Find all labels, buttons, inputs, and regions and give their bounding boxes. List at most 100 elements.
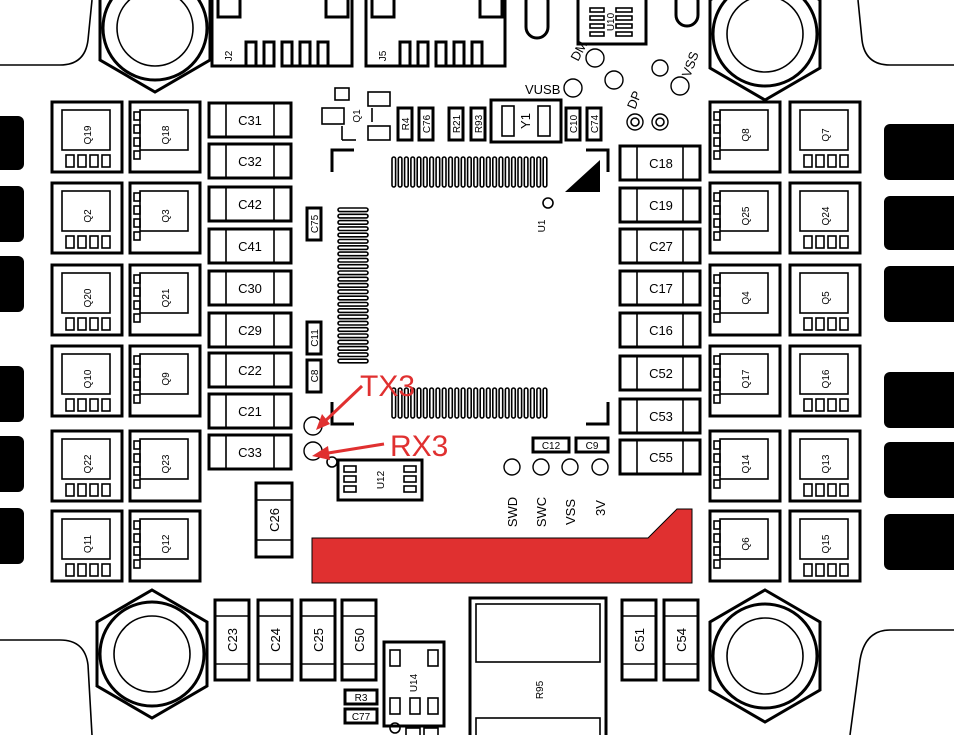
- mosfet-label: Q2: [83, 209, 94, 223]
- cap-label: C51: [632, 628, 647, 652]
- mcu-pin: [523, 387, 529, 419]
- u14-label: U14: [409, 673, 420, 692]
- mcu-pin: [491, 387, 498, 419]
- small-parts-top: R4 C76 R21 R93 C10 C74: [396, 106, 603, 142]
- cap-label: C18: [649, 156, 673, 171]
- mcu-pin: [504, 156, 510, 188]
- usb-test-pads: DM VSS VUSB DP: [525, 39, 702, 131]
- mcu-pin: [397, 387, 403, 419]
- cap-c30: C30: [207, 269, 293, 307]
- mcu-pin: [447, 387, 454, 419]
- pad-swc-label: SWC: [534, 497, 549, 527]
- mcu-pin: [337, 251, 369, 257]
- mosfet-label: Q14: [741, 454, 752, 473]
- y1-crystal: Y1: [489, 98, 563, 144]
- mcu-pin: [337, 232, 369, 238]
- mosfet-q16: Q16: [788, 344, 862, 418]
- mosfet-label: Q13: [821, 454, 832, 473]
- c76-label: C76: [422, 114, 433, 133]
- mosfet-label: Q8: [741, 128, 752, 142]
- pad-dp-label: DP: [624, 89, 645, 111]
- cap-label: C27: [649, 239, 673, 254]
- cap-label: C30: [238, 281, 262, 296]
- c26-label: C26: [267, 508, 282, 532]
- pad-swd-label: SWD: [505, 497, 520, 527]
- mcu-pin: [337, 333, 369, 339]
- cap-c51: C51: [620, 598, 658, 682]
- cap-label: C31: [238, 113, 262, 128]
- mcu-pin: [337, 301, 369, 307]
- r95-resistor: R95: [468, 596, 608, 740]
- c75-label: C75: [310, 214, 321, 233]
- mosfet-label: Q6: [741, 537, 752, 551]
- mcu-pin: [460, 387, 466, 419]
- cap-label: C21: [238, 404, 262, 419]
- cap-label: C19: [649, 198, 673, 213]
- mounting-hole-top-right: [708, 0, 822, 102]
- r21-label: R21: [452, 114, 463, 133]
- connector-j5: J5: [364, 0, 507, 68]
- u1-mcu: U1: [330, 148, 610, 426]
- mcu-pin: [441, 387, 447, 419]
- mosfet-q8: Q8: [708, 100, 782, 174]
- mcu-pin: [391, 387, 397, 419]
- mcu-pin: [491, 156, 498, 188]
- cap-label: C54: [674, 628, 689, 652]
- mcu-pin: [337, 295, 369, 301]
- cap-label: C53: [649, 409, 673, 424]
- mounting-hole-top-left: [98, 0, 212, 94]
- mosfet-q10: Q10: [50, 344, 124, 418]
- cap-c23: C23: [213, 598, 251, 682]
- mcu-pin: [337, 326, 369, 333]
- u1-label: U1: [537, 219, 548, 232]
- r4-label: R4: [401, 117, 412, 130]
- c77-label: C77: [352, 712, 371, 723]
- cap-label: C16: [649, 323, 673, 338]
- mcu-pin: [422, 156, 428, 188]
- mcu-pin: [510, 387, 517, 419]
- cap-c25: C25: [299, 598, 337, 682]
- rx3-label: RX3: [390, 430, 448, 463]
- cap-label: C52: [649, 366, 673, 381]
- mosfet-q12: Q12: [128, 509, 202, 583]
- cap-c29: C29: [207, 311, 293, 349]
- mcu-pin: [422, 387, 428, 419]
- mosfet-label: Q24: [821, 206, 832, 225]
- mcu-pin: [410, 387, 416, 419]
- mosfet-q5: Q5: [788, 263, 862, 337]
- mcu-pin: [337, 358, 369, 364]
- mosfet-q4: Q4: [708, 263, 782, 337]
- mcu-pin: [337, 352, 369, 358]
- cap-label: C42: [238, 197, 262, 212]
- j2-label: J2: [224, 50, 235, 61]
- mosfet-q9: Q9: [128, 344, 202, 418]
- cap-c42: C42: [207, 185, 293, 223]
- mcu-pin: [517, 387, 523, 419]
- mcu-pin: [466, 387, 473, 419]
- y1-label: Y1: [518, 113, 533, 129]
- c74-label: C74: [590, 114, 601, 133]
- mcu-pin: [536, 156, 542, 188]
- motor-pads-right: [884, 124, 954, 570]
- pad-vusb-label: VUSB: [525, 82, 560, 97]
- mcu-pin: [337, 276, 369, 282]
- mcu-pin: [454, 387, 460, 419]
- mcu-pin: [337, 314, 369, 320]
- slot-top: [524, 0, 550, 40]
- swd-pads: SWD SWC VSS 3V: [503, 458, 609, 527]
- cap-c19: C19: [618, 186, 702, 224]
- mcu-pin: [542, 156, 548, 188]
- mcu-pin: [435, 387, 441, 419]
- mosfet-q14: Q14: [708, 429, 782, 503]
- mosfet-label: Q20: [83, 288, 94, 307]
- c8-label: C8: [310, 369, 321, 382]
- mcu-pin: [510, 156, 517, 188]
- j5-label: J5: [378, 50, 389, 61]
- cap-c55: C55: [618, 438, 702, 476]
- r93-label: R93: [474, 114, 485, 133]
- mosfet-q2: Q2: [50, 181, 124, 255]
- mcu-pin: [517, 156, 523, 188]
- mcu-pin: [498, 156, 504, 188]
